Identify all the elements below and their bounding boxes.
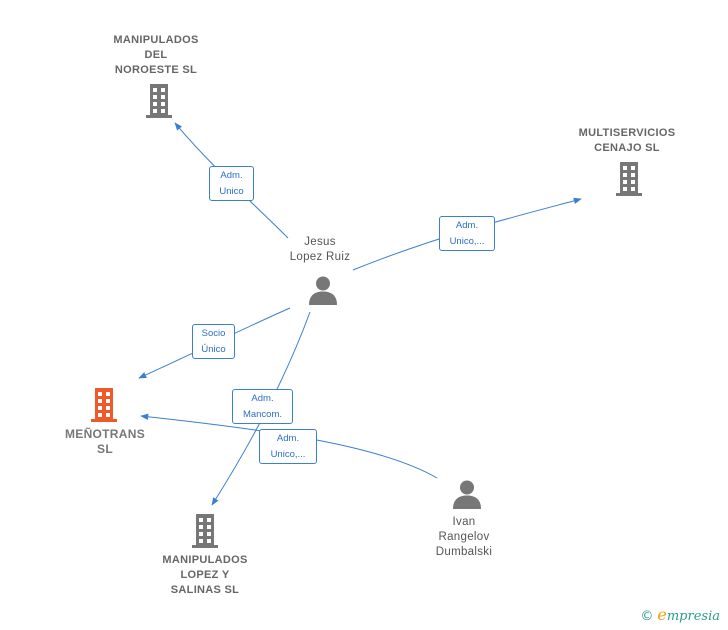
edge-label-adm-unico-multiservicios[interactable]: Adm. Unico,... [439,216,495,251]
edge-label-adm-mancom[interactable]: Adm. Mancom. [232,389,293,424]
building-icon [91,388,117,422]
building-icon [192,514,218,548]
brand-logo-initial: e [657,605,667,624]
brand-footer: ©empresia [640,605,720,624]
edge-label-adm-unico[interactable]: Adm. Unico [209,166,254,201]
edge-label-adm-unico-menotrans[interactable]: Adm. Unico,... [259,429,317,464]
person-label-ivan[interactable]: Ivan Rangelov Dumbalski [435,516,493,558]
person-icon [453,480,481,509]
copyright-symbol: © [640,609,654,624]
company-label-manipulados-lopez[interactable]: MANIPULADOS LOPEZ Y SALINAS SL [162,554,248,596]
company-label-manipulados-noroeste[interactable]: MANIPULADOS DEL NOROESTE SL [113,34,199,76]
building-icon [616,162,642,196]
company-label-menotrans[interactable]: MEÑOTRANS SL [64,427,146,456]
brand-logo-text: mpresia [666,609,720,624]
person-icon [309,276,337,305]
edge-label-socio-unico[interactable]: Socio Único [192,324,235,359]
person-label-jesus[interactable]: Jesus Lopez Ruiz [289,236,351,263]
building-icon [144,84,174,118]
company-label-multiservicios[interactable]: MULTISERVICIOS CENAJO SL [578,127,676,154]
